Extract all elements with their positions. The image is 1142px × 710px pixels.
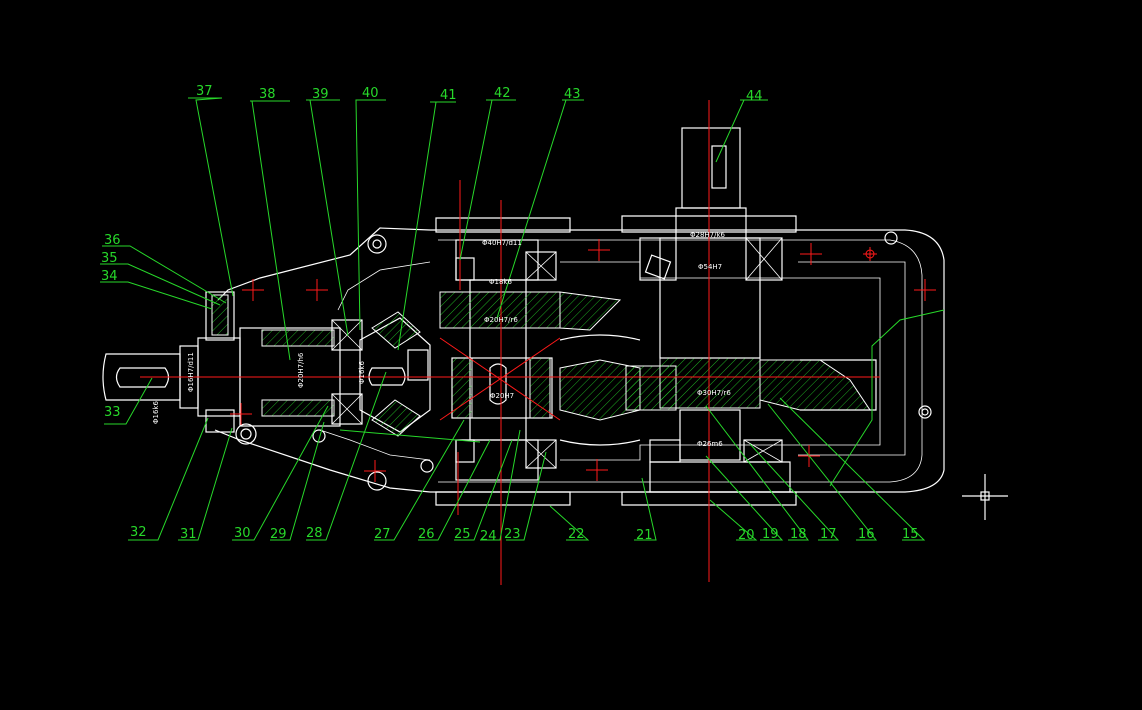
part-label-27: 27 [374, 527, 391, 542]
part-label-31: 31 [180, 527, 197, 542]
input-shaft [102, 291, 363, 433]
part-label-37: 37 [196, 84, 213, 99]
bevel-pinion [359, 311, 431, 437]
part-label-16: 16 [858, 527, 875, 542]
part-label-24: 24 [480, 529, 497, 544]
part-label-32: 32 [130, 525, 147, 540]
part-label-19: 19 [762, 527, 779, 542]
part-label-40: 40 [362, 86, 379, 101]
part-label-38: 38 [259, 87, 276, 102]
part-label-20: 20 [738, 528, 755, 543]
part-label-33: 33 [104, 405, 121, 420]
part-labels-left: 36 35 34 33 [101, 233, 121, 420]
intermediate-shaft [439, 239, 622, 481]
part-label-42: 42 [494, 86, 511, 101]
part-label-22: 22 [568, 527, 585, 542]
gear-mesh [559, 334, 677, 446]
dimension-d5: Φ54H7 [698, 263, 722, 271]
dimension-d3: Φ20H7/r6 [484, 316, 518, 324]
part-label-18: 18 [790, 527, 807, 542]
part-label-35: 35 [101, 251, 118, 266]
dimension-d8: Φ26m6 [697, 440, 723, 448]
centerlines [140, 100, 880, 585]
dimension-d6: Φ20H7 [490, 392, 514, 400]
part-label-36: 36 [104, 233, 121, 248]
dimension-annotations: Φ40H7/d11 Φ18k6 Φ20H7/r6 Φ28H7/k6 Φ54H7 … [152, 231, 731, 448]
part-label-15: 15 [902, 527, 919, 542]
output-shaft [639, 127, 877, 493]
part-label-29: 29 [270, 527, 287, 542]
part-label-25: 25 [454, 527, 471, 542]
dimension-d11: Φ16H7/d11 [187, 352, 195, 392]
dimension-d7: Φ30H7/r6 [697, 389, 731, 397]
part-label-23: 23 [504, 527, 521, 542]
part-label-39: 39 [312, 87, 329, 102]
crosshair-cursor-icon [962, 474, 1008, 520]
part-label-28: 28 [306, 526, 323, 541]
part-label-41: 41 [440, 88, 457, 103]
dimension-d9: Φ20H7/h6 [297, 352, 305, 388]
dimension-d1: Φ40H7/d11 [482, 239, 522, 247]
part-label-26: 26 [418, 527, 435, 542]
dimension-d12: Φ16k6 [152, 401, 160, 424]
part-label-17: 17 [820, 527, 837, 542]
dimension-d4: Φ28H7/k6 [690, 231, 726, 239]
part-label-30: 30 [234, 526, 251, 541]
dimension-d10: Φ16k6 [358, 361, 366, 384]
dimension-d2: Φ18k6 [489, 278, 512, 286]
part-label-43: 43 [564, 87, 581, 102]
part-label-44: 44 [746, 89, 763, 104]
leader-lines [100, 97, 945, 541]
part-label-34: 34 [101, 269, 118, 284]
part-labels-bottom: 32 31 30 29 28 27 26 25 24 23 22 21 20 1… [130, 525, 919, 544]
part-labels-top: 37 38 39 40 41 42 43 44 [196, 84, 763, 104]
part-label-21: 21 [636, 528, 653, 543]
